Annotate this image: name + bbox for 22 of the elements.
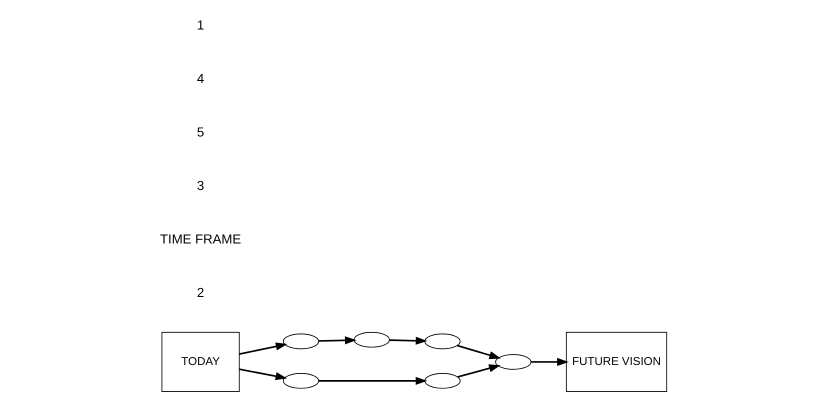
node-ellipse <box>424 373 461 389</box>
arrow <box>239 368 288 380</box>
arrow <box>318 336 357 344</box>
node-box: FUTURE VISION <box>566 332 668 392</box>
node-ellipse <box>354 332 390 348</box>
label: 3 <box>196 178 204 193</box>
node-ellipse <box>424 334 461 350</box>
label: 4 <box>196 70 204 86</box>
arrow <box>390 336 428 345</box>
arrow <box>318 376 428 385</box>
label: 1 <box>196 17 204 32</box>
arrow <box>457 344 501 360</box>
node-ellipse <box>495 354 532 370</box>
node-box: TODAY <box>162 332 240 392</box>
arrow <box>457 364 501 378</box>
label: 5 <box>196 124 204 140</box>
node-ellipse <box>282 373 320 389</box>
arrow <box>239 342 288 355</box>
arrow <box>531 358 569 366</box>
label: TIME FRAME <box>160 231 242 246</box>
node-ellipse <box>282 334 320 350</box>
label: 2 <box>196 284 204 300</box>
